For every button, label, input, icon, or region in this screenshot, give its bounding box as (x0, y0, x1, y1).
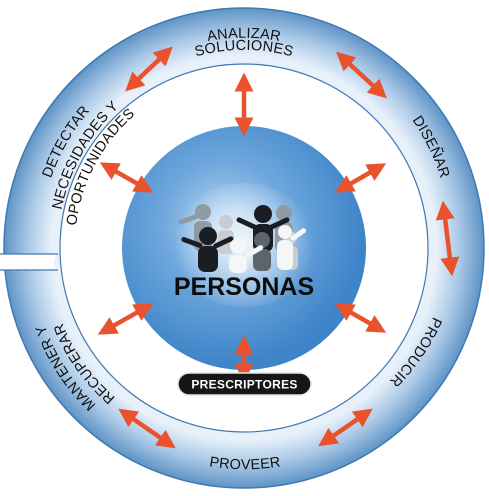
stage-provide: PROVEER (208, 454, 281, 473)
arrow-center-design (334, 163, 387, 193)
svg-text:ANALIZAR: ANALIZAR (206, 26, 282, 45)
svg-text:SOLUCIONES: SOLUCIONES (193, 38, 295, 60)
ring-arrows (118, 46, 460, 449)
arrow-provide-maintain (118, 408, 176, 449)
arrow-center-detect (99, 162, 154, 193)
people-group-icon (178, 204, 307, 273)
arrow-analyze-design (336, 51, 387, 99)
stage-analyze-line1: ANALIZAR (206, 26, 282, 45)
arrow-design-produce (435, 200, 460, 277)
stage-analyze: ANALIZAR SOLUCIONES (193, 26, 295, 61)
radial-arrows (97, 72, 387, 383)
svg-text:PROVEER: PROVEER (208, 454, 281, 473)
arrow-produce-provide (318, 408, 373, 447)
arrow-center-produce (334, 303, 387, 333)
stage-analyze-line2: SOLUCIONES (193, 38, 295, 60)
prescriptores-label: PRESCRIPTORES (191, 378, 297, 392)
arrow-detect-analyze (125, 46, 173, 92)
ring-gap (0, 253, 58, 271)
prescriptores-badge: PRESCRIPTORES (177, 372, 312, 396)
center-title: PERSONAS (174, 273, 314, 301)
stage-provide-label: PROVEER (208, 454, 281, 473)
arrow-center-maintain (97, 303, 154, 335)
